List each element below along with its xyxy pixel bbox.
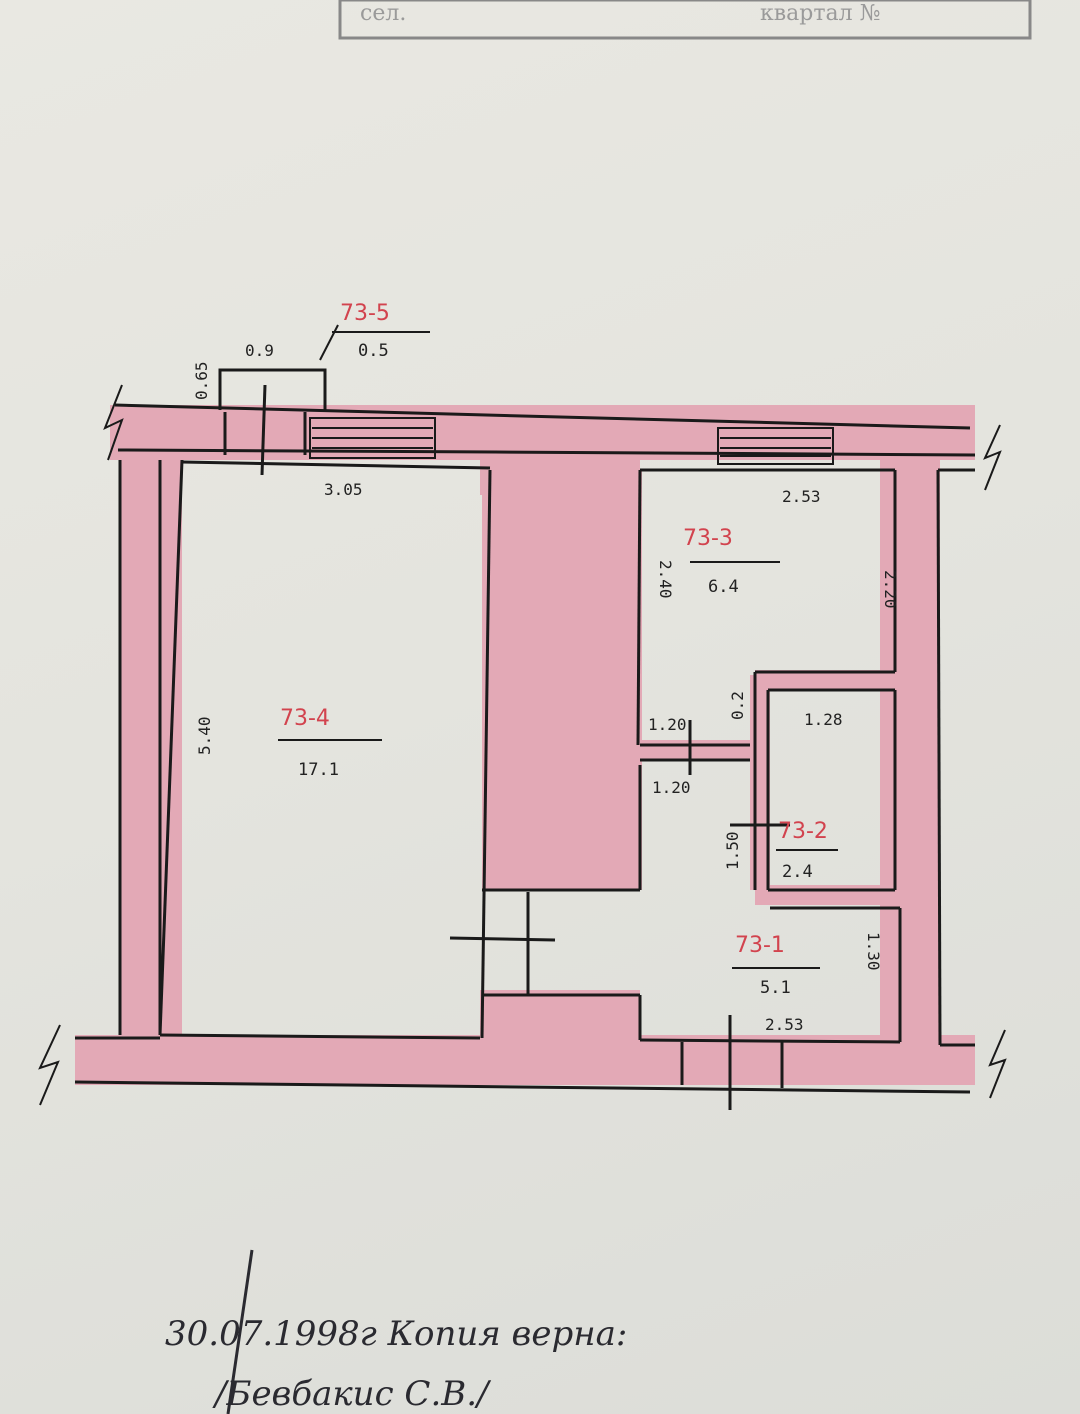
dim-room3-right: 2.20: [881, 570, 900, 609]
header-right-text: квартал №: [760, 1, 880, 26]
room-area: 2.4: [782, 862, 813, 882]
doors-balcony: [218, 368, 790, 1110]
room-id: 73-4: [280, 706, 330, 731]
room-id: 73-3: [683, 526, 733, 551]
dim-room4-width: 3.05: [324, 480, 363, 499]
room-area: 0.5: [358, 341, 389, 361]
room-area: 6.4: [708, 577, 739, 597]
dim-balcony-width: 0.9: [245, 341, 274, 360]
wall-fill: [75, 405, 975, 1085]
dim-room3-left: 2.40: [656, 560, 675, 599]
dim-bath-width: 1.28: [804, 710, 843, 729]
dim-bath-gap: 0.2: [728, 691, 747, 720]
room-label-73-5: 73-5 0.5: [319, 301, 430, 361]
wall-lines: [74, 403, 976, 1094]
room-id: 73-2: [778, 819, 828, 844]
dim-room1-height: 1.30: [864, 932, 883, 971]
dim-balcony-depth: 0.65: [192, 361, 211, 400]
dim-bath-height: 1.50: [723, 831, 742, 870]
room-area: 17.1: [298, 760, 339, 780]
room-id: 73-5: [340, 301, 390, 326]
header-stamp: сел. квартал №: [338, 0, 1032, 40]
dim-hall-lower: 1.20: [652, 778, 691, 797]
dim-room4-length: 5.40: [195, 716, 214, 755]
header-left-text: сел.: [360, 1, 406, 26]
room-area: 5.1: [760, 978, 791, 998]
dim-hall-upper: 1.20: [648, 715, 687, 734]
dim-room3-width: 2.53: [782, 487, 821, 506]
handwritten-annotation: 30.07.1998г Копия верна: /Бевбакис С.В./: [165, 1249, 627, 1414]
break-marks: [38, 384, 1007, 1106]
dim-room1-width: 2.53: [765, 1015, 804, 1034]
room-label-73-3: 73-3 6.4: [683, 526, 780, 597]
room-label-73-2: 73-2 2.4: [776, 819, 838, 882]
room-label-73-4: 73-4 17.1: [278, 706, 382, 780]
windows: [309, 417, 834, 465]
room-label-73-1: 73-1 5.1: [732, 933, 820, 998]
room-id: 73-1: [735, 933, 785, 958]
annotation-line2: /Бевбакис С.В./: [212, 1374, 492, 1414]
annotation-line1: 30.07.1998г Копия верна:: [165, 1314, 627, 1354]
